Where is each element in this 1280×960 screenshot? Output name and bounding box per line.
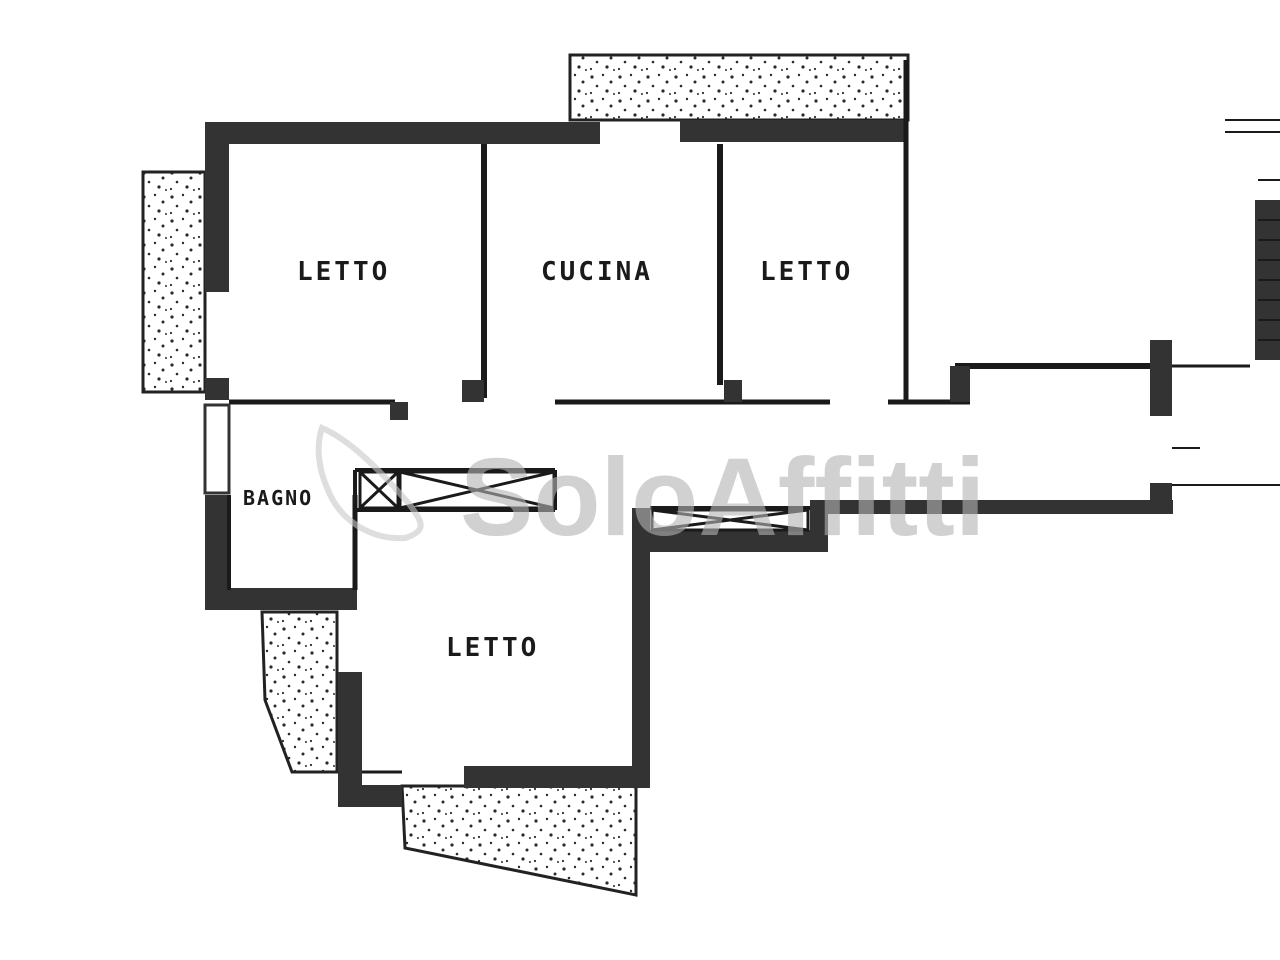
solo-affitti-logo-icon xyxy=(315,423,424,542)
balcony-left xyxy=(141,170,207,394)
balcony-bottom xyxy=(400,784,638,897)
room-label-bedroom-2: LETTO xyxy=(760,257,853,287)
room-label-kitchen: CUCINA xyxy=(541,257,653,287)
balcony-top xyxy=(568,53,910,122)
balcony-bottom-left xyxy=(260,610,339,774)
stairs xyxy=(1225,119,1280,341)
watermark-text: SoloAffitti xyxy=(460,436,985,559)
interior-walls xyxy=(227,60,1280,774)
watermark: SoloAffitti xyxy=(315,423,985,559)
room-label-bathroom: BAGNO xyxy=(243,486,313,510)
balconies xyxy=(141,53,910,897)
door-stubs xyxy=(203,366,970,495)
exterior-walls xyxy=(205,120,1280,807)
room-label-bedroom-3: LETTO xyxy=(446,633,539,663)
room-label-bedroom-1: LETTO xyxy=(297,257,390,287)
room-labels: LETTO CUCINA LETTO BAGNO LETTO xyxy=(243,257,853,663)
